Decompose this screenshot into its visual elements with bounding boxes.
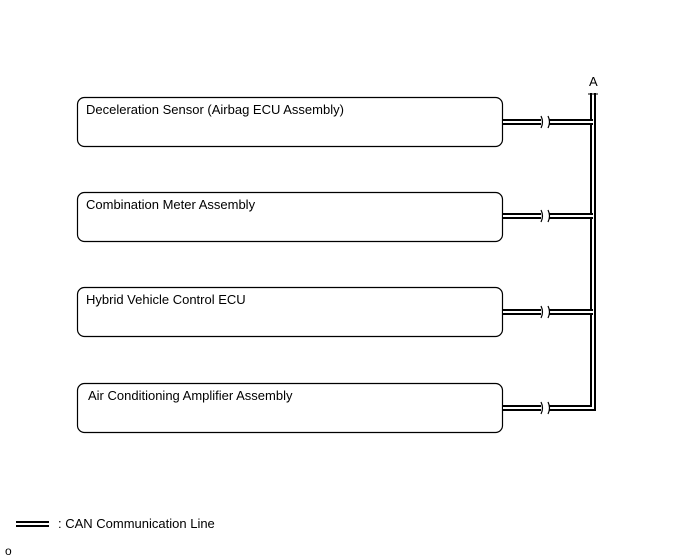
component-label: Air Conditioning Amplifier Assembly bbox=[88, 388, 293, 403]
component-box-hybrid-vehicle-control-ecu: Hybrid Vehicle Control ECU bbox=[76, 286, 504, 338]
line-break-mark bbox=[540, 401, 551, 415]
legend-label: : CAN Communication Line bbox=[58, 516, 215, 531]
terminal-label-a: A bbox=[589, 74, 598, 89]
component-box-combination-meter: Combination Meter Assembly bbox=[76, 191, 504, 243]
legend: : CAN Communication Line bbox=[16, 516, 215, 531]
line-break-mark bbox=[540, 115, 551, 129]
line-break-mark bbox=[540, 209, 551, 223]
can-bus-trunk bbox=[503, 93, 598, 411]
component-label: Hybrid Vehicle Control ECU bbox=[86, 292, 246, 307]
component-label: Combination Meter Assembly bbox=[86, 197, 256, 212]
reference-code: o bbox=[5, 544, 12, 558]
line-break-mark bbox=[540, 305, 551, 319]
component-box-deceleration-sensor: Deceleration Sensor (Airbag ECU Assembly… bbox=[76, 96, 504, 148]
component-box-air-conditioning-amplifier: Air Conditioning Amplifier Assembly bbox=[76, 382, 504, 434]
component-label: Deceleration Sensor (Airbag ECU Assembly… bbox=[86, 102, 344, 117]
